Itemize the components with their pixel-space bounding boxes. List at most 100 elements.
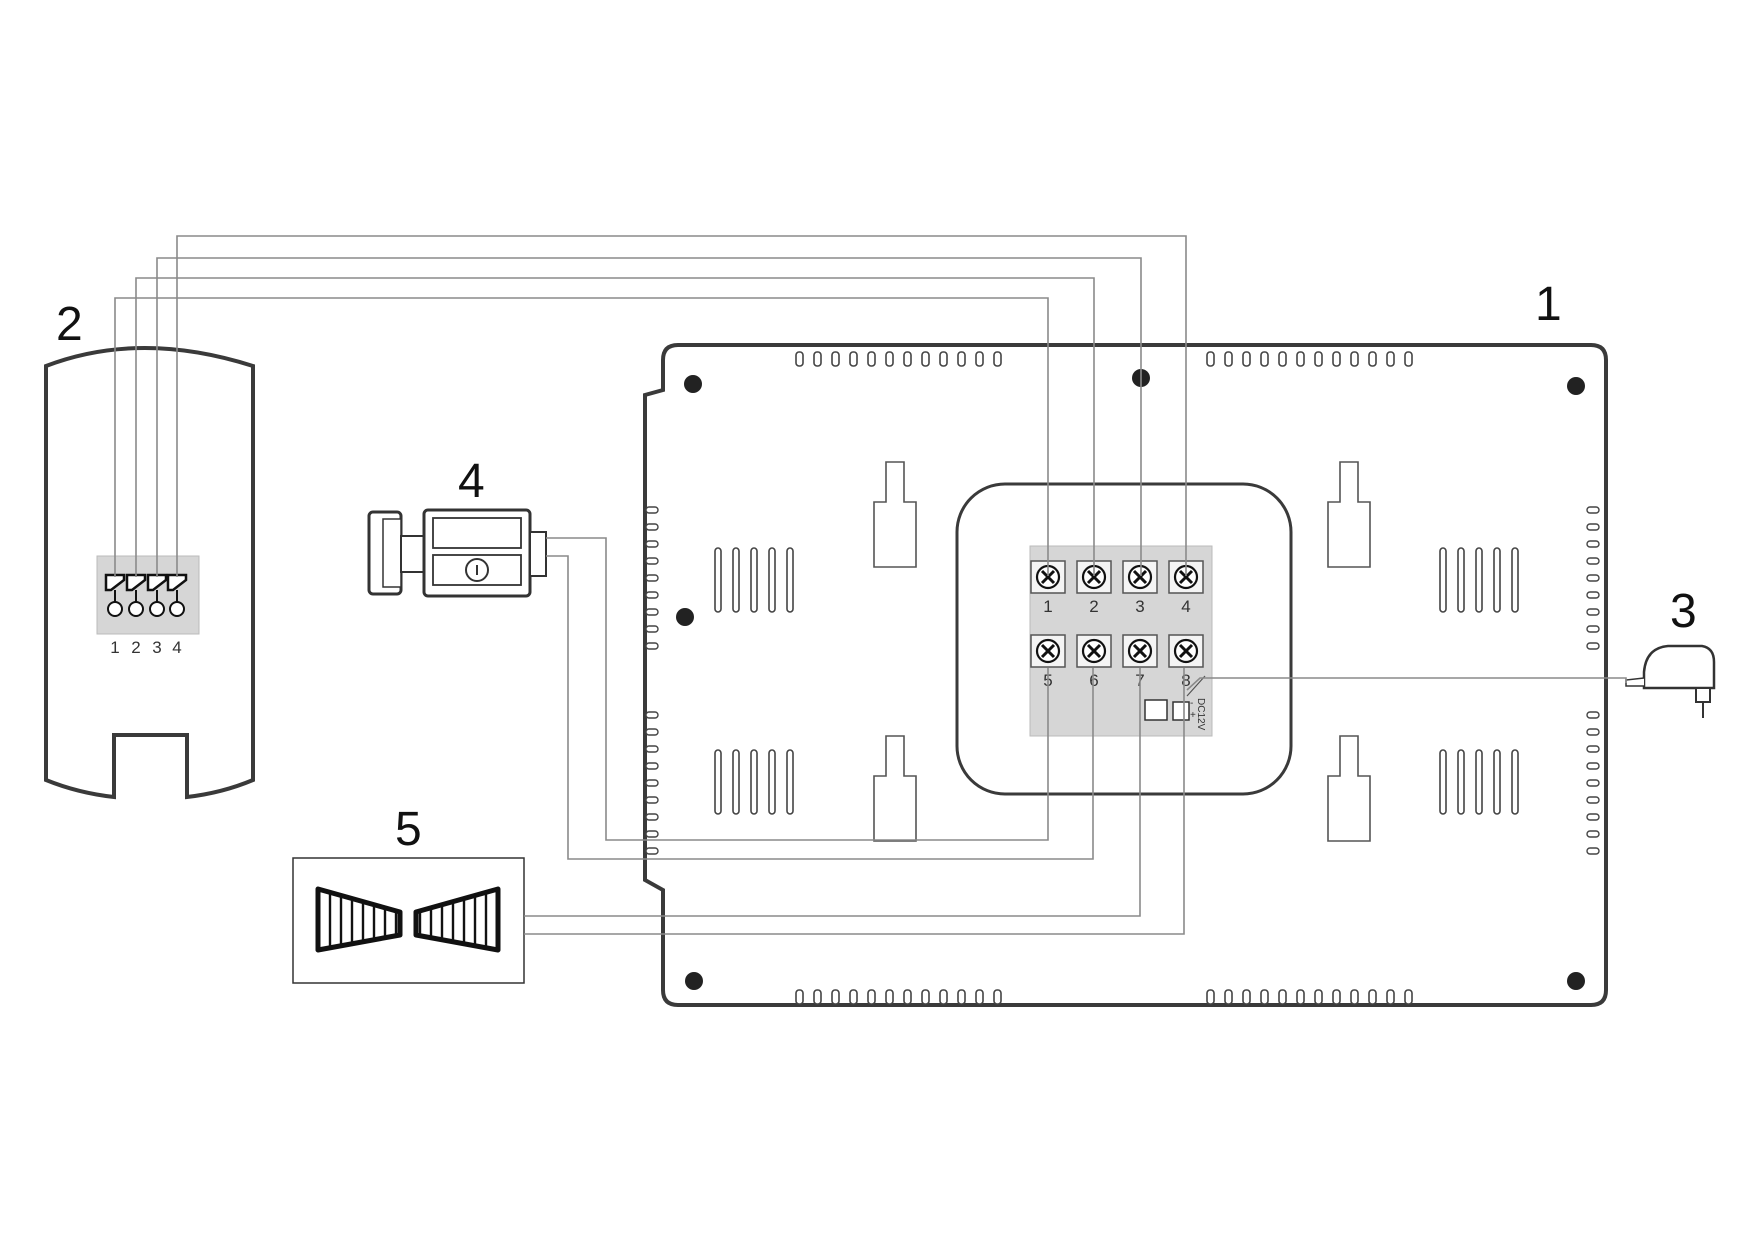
grill-slot [732, 547, 740, 613]
vent-slot [921, 989, 930, 1005]
vent-slot [645, 847, 659, 855]
vent-slots [1206, 351, 1413, 367]
monitor-terminal-label: 8 [1181, 671, 1190, 690]
vent-slot [645, 574, 659, 582]
vent-slot [1278, 989, 1287, 1005]
vent-slot [939, 351, 948, 367]
vent-slot [849, 351, 858, 367]
terminal-clamp-icon [125, 573, 147, 592]
vent-slot [1586, 796, 1600, 804]
vent-slot [645, 779, 659, 787]
vent-slots [795, 351, 1002, 367]
vent-slot [1586, 608, 1600, 616]
vent-slot [1296, 989, 1305, 1005]
vent-slot [645, 796, 659, 804]
grill-slot [1511, 749, 1519, 815]
monitor-terminal-label: 6 [1089, 671, 1098, 690]
vent-slot [645, 813, 659, 821]
vent-slot [993, 351, 1002, 367]
vent-slot [1586, 728, 1600, 736]
vent-slot [645, 608, 659, 616]
vent-slots [1586, 506, 1600, 855]
vent-slot [645, 540, 659, 548]
vent-slot [1586, 847, 1600, 855]
terminal-clamp-icon [104, 573, 126, 592]
vent-slot [645, 711, 659, 719]
vent-slot [867, 351, 876, 367]
vent-slot [903, 989, 912, 1005]
vent-slot [867, 989, 876, 1005]
grill-slot [1493, 749, 1501, 815]
terminal-screw-icon [169, 601, 185, 617]
outdoor-terminal-block [96, 555, 200, 635]
grill-slot [768, 749, 776, 815]
grill-slot [750, 749, 758, 815]
gate-bars [328, 892, 488, 947]
grill-slot [768, 547, 776, 613]
mount-hole [676, 608, 694, 626]
terminal-clamp-icon [166, 573, 188, 592]
dc-plus-label: + [1190, 710, 1196, 721]
dc12v-label: DC12V [1195, 698, 1206, 731]
vent-slot [885, 351, 894, 367]
vent-slot [1224, 989, 1233, 1005]
grill-slot [786, 547, 794, 613]
outdoor-terminal-label: 4 [172, 638, 181, 657]
wire-lock-5 [546, 537, 1049, 841]
vent-slot [1260, 989, 1269, 1005]
outdoor-terminal-label: 2 [131, 638, 140, 657]
vent-slot [1586, 523, 1600, 531]
mount-hole [1567, 972, 1585, 990]
grill-slot [786, 749, 794, 815]
vent-slot [1386, 351, 1395, 367]
vent-slot [1368, 989, 1377, 1005]
grill-slot [1511, 547, 1519, 613]
vent-slot [831, 989, 840, 1005]
vent-slot [645, 642, 659, 650]
vent-slot [1586, 591, 1600, 599]
hanging-hooks [873, 461, 1371, 842]
vent-slot [645, 591, 659, 599]
vent-slot [645, 830, 659, 838]
vent-slot [1332, 351, 1341, 367]
vent-slot [1586, 762, 1600, 770]
vent-slot [1586, 642, 1600, 650]
vent-slot [1314, 351, 1323, 367]
vent-slot [831, 351, 840, 367]
vent-slot [903, 351, 912, 367]
electric-lock [367, 508, 547, 598]
wire-lock-6 [546, 555, 1094, 860]
hanging-hook [1327, 735, 1371, 842]
vent-slots [645, 506, 659, 855]
gate-right-leaf [413, 886, 501, 953]
grill-slot [714, 749, 722, 815]
vent-slot [1404, 989, 1413, 1005]
vent-slot [1242, 351, 1251, 367]
terminal-screw-icon [107, 601, 123, 617]
grill-slot [714, 547, 722, 613]
vent-slot [645, 625, 659, 633]
vent-slot [1350, 989, 1359, 1005]
vent-slot [939, 989, 948, 1005]
vent-slot [1586, 779, 1600, 787]
vent-slot [1296, 351, 1305, 367]
vent-slot [957, 351, 966, 367]
hanging-hook [873, 735, 917, 842]
grill-slot [750, 547, 758, 613]
mount-hole [685, 972, 703, 990]
dc-minus-label: - [1190, 698, 1193, 709]
gate-automation [292, 857, 525, 984]
vent-slot [1586, 625, 1600, 633]
vent-slot [1586, 557, 1600, 565]
vent-slot [1314, 989, 1323, 1005]
vent-slot [813, 351, 822, 367]
vent-slot [1260, 351, 1269, 367]
vent-slot [1242, 989, 1251, 1005]
vent-slot [849, 989, 858, 1005]
vent-slot [795, 989, 804, 1005]
vent-slot [645, 762, 659, 770]
vent-slot [813, 989, 822, 1005]
monitor-terminal-label: 3 [1135, 597, 1144, 616]
